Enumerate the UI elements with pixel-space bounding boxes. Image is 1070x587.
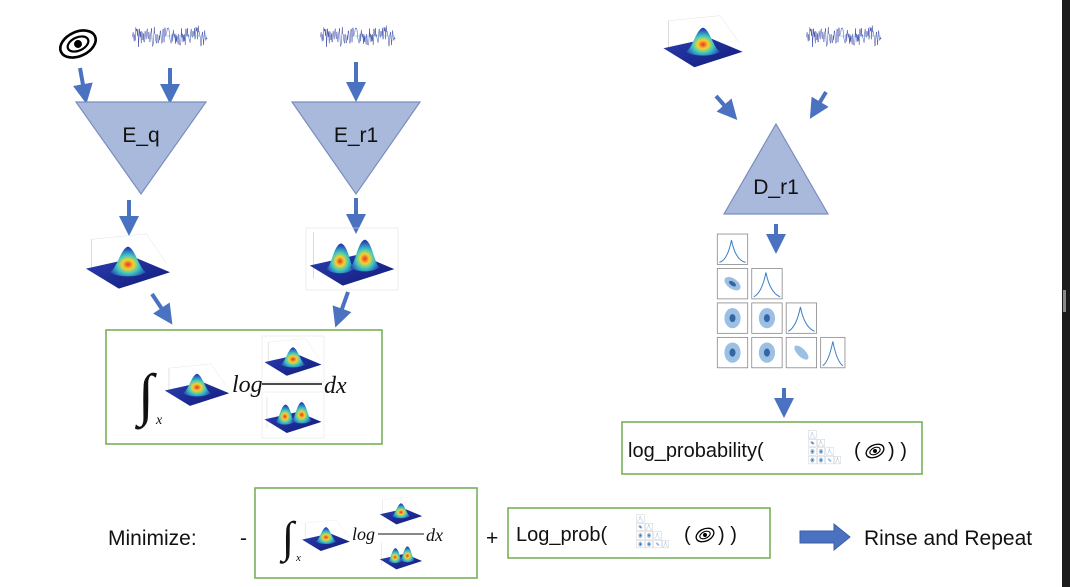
rinse-and-repeat-label: Rinse and Repeat — [864, 527, 1032, 550]
kl-term-box: ∫ x log dx — [254, 487, 478, 579]
gaussian-surface-icon-r1 — [305, 227, 399, 291]
minus-sign: - — [240, 527, 247, 550]
kl-term-dx: dx — [426, 525, 443, 545]
right-arrow-icon — [799, 522, 851, 552]
decoder-r1-block: D_r1 — [722, 122, 830, 215]
galaxy-icon-input — [56, 23, 100, 65]
log-prob-inner-paren: ( — [684, 524, 691, 546]
log-prob-close-text: ) ) — [718, 524, 737, 546]
kl-term-log: log — [352, 524, 375, 544]
log-probability-box: log_probability( ( ) ) — [621, 421, 923, 475]
decoder-r1-label: D_r1 — [753, 176, 799, 199]
waveform-icon-r1 — [320, 19, 396, 53]
kl-divergence-box: ∫ x log dx — [105, 329, 383, 445]
arrow-galaxy-to-eq — [73, 67, 93, 104]
waveform-icon-q — [132, 19, 208, 53]
dx-text: dx — [324, 373, 347, 399]
log-prob-open-text: Log_prob( — [516, 524, 608, 546]
integral-sign: ∫ — [134, 362, 157, 430]
log-probability-open-text: log_probability( — [628, 440, 764, 462]
log-probability-inner-paren: ( — [854, 440, 861, 462]
arrow-surface-q-to-kl — [150, 292, 173, 325]
corner-plot-icon — [716, 233, 846, 369]
waveform-icon-decoder — [806, 19, 882, 53]
encoder-r1-block: E_r1 — [290, 101, 422, 196]
encoder-q-label: E_q — [122, 124, 159, 147]
log-text: log — [232, 372, 263, 398]
log-prob-term-box: Log_prob( ( ) ) — [507, 507, 771, 559]
arrow-wave-to-decoder — [809, 90, 829, 119]
window-edge-handle — [1063, 290, 1066, 312]
arrow-surface-r1-to-kl — [332, 291, 352, 328]
encoder-r1-label: E_r1 — [334, 124, 378, 147]
arrow-prior-to-decoder — [714, 94, 738, 120]
minimize-label: Minimize: — [108, 527, 197, 550]
gaussian-surface-icon-prior — [662, 15, 744, 68]
gaussian-surface-icon-q — [85, 233, 171, 290]
kl-term-integral: ∫ — [279, 513, 297, 564]
window-edge — [1062, 0, 1070, 587]
plus-sign: + — [486, 527, 498, 550]
kl-term-subscript-x: x — [295, 552, 301, 564]
log-probability-close-text: ) ) — [888, 440, 907, 462]
integral-subscript-x: x — [155, 413, 163, 428]
encoder-q-block: E_q — [74, 101, 208, 196]
